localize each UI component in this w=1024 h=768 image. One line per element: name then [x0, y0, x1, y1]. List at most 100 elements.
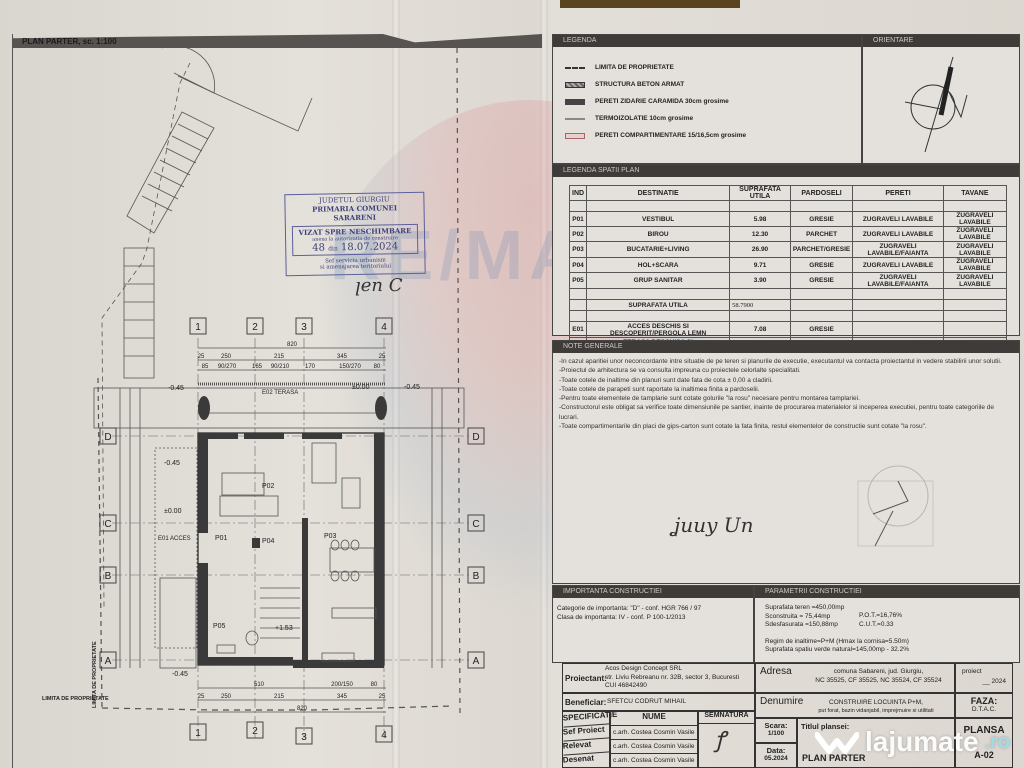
beneficiar-cell: Beneficiar: SFETCU CODRUT MIHAIL	[562, 693, 755, 711]
parameters-panel: PARAMETRII CONSTRUCTIEI Suprafata teren …	[754, 585, 1020, 663]
adresa-cell: Adresa comuna Sabareni, jud. Giurgiu, NC…	[755, 663, 955, 693]
svg-text:P04: P04	[262, 538, 275, 545]
svg-text:A: A	[473, 656, 480, 667]
rooms-table: IND DESTINATIE SUPRAFATA UTILA PARDOSELI…	[568, 185, 1008, 354]
legend-item-partition: PERETI COMPARTIMENTARE 15/16,5cm grosime	[553, 127, 861, 144]
svg-text:215: 215	[274, 354, 285, 360]
svg-text:A: A	[105, 656, 112, 667]
svg-text:-0.45: -0.45	[172, 671, 188, 678]
svg-text:85: 85	[202, 364, 209, 370]
svg-text:80: 80	[371, 682, 378, 688]
svg-text:150/270: 150/270	[339, 364, 361, 370]
importance-panel: IMPORTANTA CONSTRUCTIEI Categorie de imp…	[552, 585, 754, 663]
svg-text:P05: P05	[213, 623, 226, 630]
notes-list: -In cazul aparitiei unor neconcordante i…	[553, 353, 1019, 435]
parameters-title: PARAMETRII CONSTRUCTIEI	[755, 586, 1019, 598]
svg-text:510: 510	[254, 682, 265, 688]
svg-text:820: 820	[287, 342, 298, 348]
note-line: -Toate cotele de inaltime din planuri su…	[559, 376, 773, 384]
notes-title: NOTE GENERALE	[553, 341, 1019, 353]
lajumate-watermark: lajumate.ro	[815, 726, 1010, 758]
designer-signature: ʝuuy Un	[673, 513, 754, 537]
svg-text:LIMITA DE PROPRIETATE: LIMITA DE PROPRIETATE	[92, 641, 98, 708]
importance-title: IMPORTANTA CONSTRUCTIEI	[553, 586, 753, 598]
plan-title: PLAN PARTER, sc. 1:100	[22, 37, 117, 46]
note-line: -Toate cotele de parapeti sunt raportate…	[559, 385, 760, 393]
svg-text:+1.53: +1.53	[275, 625, 293, 632]
svg-text:25: 25	[198, 694, 205, 700]
faza-cell: FAZA: D.T.A.C.	[955, 693, 1013, 718]
data-cell: Data: 05.2024	[755, 743, 797, 768]
svg-text:165: 165	[252, 364, 263, 370]
plan-panel	[12, 34, 540, 768]
svg-text:E01 ACCES: E01 ACCES	[158, 536, 191, 542]
orientation-title: ORIENTARE	[863, 35, 1019, 47]
outline-swatch	[565, 132, 585, 139]
note-line: -Proiectul de arhitectura se va consulta…	[559, 367, 801, 375]
svg-text:P03: P03	[324, 533, 337, 540]
svg-text:4: 4	[381, 730, 387, 741]
note-line: -In cazul aparitiei unor neconcordante i…	[559, 358, 1002, 365]
proiectant-cell: Proiectant: Acos Design Concept SRL str.…	[562, 663, 755, 693]
hatched-swatch	[565, 81, 585, 88]
spec-names: NUME c.arh. Costea Cosmin Vasile c.arh. …	[610, 711, 698, 768]
svg-text:±0.00: ±0.00	[352, 384, 370, 391]
svg-text:C: C	[472, 519, 479, 530]
svg-text:P01: P01	[215, 535, 228, 542]
svg-text:170: 170	[305, 364, 316, 370]
svg-text:820: 820	[297, 706, 308, 712]
paper-fold	[392, 0, 400, 768]
signature-mark: ꝭ	[715, 728, 726, 753]
designer-stamp-icon	[857, 465, 934, 547]
note-line: -Pentru toate elementele de tamplarie su…	[559, 395, 860, 403]
svg-text:90/210: 90/210	[271, 364, 290, 370]
legend-title: LEGENDA	[553, 35, 861, 47]
svg-text:LIMITA DE PROPRIETATE: LIMITA DE PROPRIETATE	[42, 696, 109, 702]
svg-text:25: 25	[198, 354, 205, 360]
svg-text:200/150: 200/150	[331, 682, 353, 688]
svg-text:90/270: 90/270	[218, 364, 237, 370]
note-line: -Constructorul este obligat sa verifice …	[559, 404, 995, 421]
svg-text:-0.45: -0.45	[168, 385, 184, 392]
axis-label-1: 1	[195, 322, 201, 333]
axis-label-2: 2	[252, 322, 258, 333]
svg-text:D: D	[104, 432, 111, 443]
svg-text:215: 215	[274, 694, 285, 700]
notes-panel: NOTE GENERALE -In cazul aparitiei unor n…	[552, 340, 1020, 584]
stamp-signature: ꞁen C	[355, 275, 403, 296]
north-arrow-icon	[904, 56, 968, 153]
paper-fold	[540, 0, 548, 768]
legend-panel: LEGENDA LIMITA DE PROPRIETATE STRUCTURA …	[552, 34, 862, 164]
svg-text:-0.45: -0.45	[404, 384, 420, 391]
svg-text:D: D	[472, 432, 479, 443]
legend-item-brick-wall: PERETI ZIDARIE CARAMIDA 30cm grosime	[553, 93, 861, 110]
legend-item-insulation: TERMOIZOLATIE 10cm grosime	[553, 110, 861, 127]
dashed-line-swatch	[565, 66, 585, 69]
svg-text:E02 TERASA: E02 TERASA	[262, 390, 298, 396]
svg-text:1: 1	[195, 728, 201, 739]
rooms-table-title: LEGENDA SPATII PLAN	[553, 165, 1019, 177]
floor-plan-drawing: 1 2 3 4 1 2 3 4 D C B A D C	[42, 48, 485, 745]
svg-text:C: C	[104, 519, 111, 530]
outdoor-steps	[123, 111, 215, 379]
sheet-title: PLAN PARTER	[802, 753, 866, 763]
svg-text:250: 250	[221, 694, 232, 700]
svg-text:2: 2	[252, 726, 258, 737]
table-header-row: IND DESTINATIE SUPRAFATA UTILA PARDOSELI…	[568, 185, 1008, 201]
svg-text:80: 80	[374, 364, 381, 370]
svg-text:B: B	[473, 571, 480, 582]
scara-cell: Scara: 1/100	[755, 718, 797, 743]
lajumate-logo-icon	[815, 732, 859, 754]
svg-text:3: 3	[301, 732, 307, 743]
spec-roles: SPECIFICATIE Sef Proiect Relevat Desenat	[562, 710, 618, 768]
svg-text:25: 25	[379, 694, 386, 700]
note-line: -Toate compartimentarile din placi de gi…	[559, 423, 927, 431]
svg-text:250: 250	[221, 354, 232, 360]
orientation-panel: ORIENTARE	[862, 34, 1020, 164]
